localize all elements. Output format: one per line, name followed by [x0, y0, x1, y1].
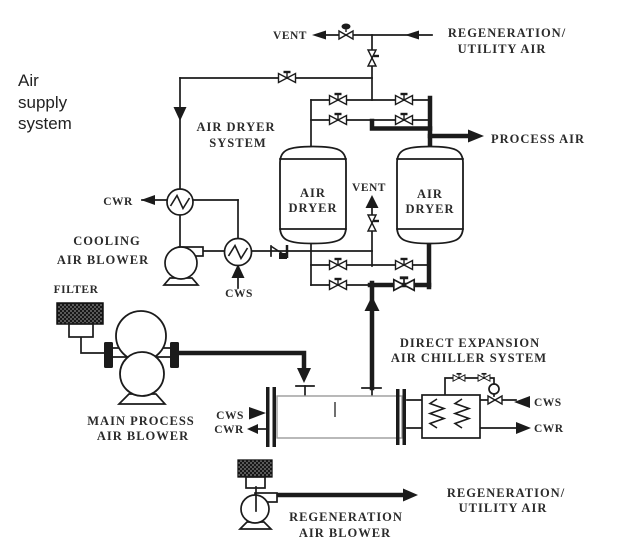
regen-isolation-valve — [366, 48, 381, 68]
cws-chiller-label: CWS — [534, 397, 562, 409]
bottom-manifold-valve-left-1 — [328, 257, 348, 271]
cws-vessel-label: CWS — [216, 410, 244, 422]
regen-inlet-arrow — [405, 30, 419, 40]
cwr-vessel-label: CWR — [214, 424, 244, 436]
refrigerant-loop-valve-1 — [452, 372, 466, 382]
cwr-aftercooler-arrow — [141, 195, 155, 205]
aftercooler-heat-exchanger — [166, 188, 194, 216]
cws-aftercooler-arrow — [231, 264, 245, 278]
regen-utility-bottom-label-1: REGENERATION/ — [447, 486, 565, 500]
top-manifold-valve-right-2 — [394, 112, 414, 126]
page-title-line2: supply — [18, 93, 68, 112]
filter-label: FILTER — [54, 284, 99, 296]
vent-top-valve — [338, 23, 354, 40]
page-title-line3: system — [18, 114, 72, 133]
main-air-down-arrow — [297, 368, 311, 383]
regen-utility-top-label-2: UTILITY AIR — [458, 42, 547, 56]
regen-outlet-arrow — [403, 488, 418, 502]
dryer-system-down-arrow — [173, 107, 187, 121]
cooler-heat-exchanger — [223, 237, 253, 267]
inlet-filter — [56, 302, 104, 338]
cwr-chiller-arrow — [516, 422, 531, 434]
main-blower-label-2: AIR BLOWER — [97, 429, 189, 443]
vent-middle-label: VENT — [352, 182, 386, 194]
vent-middle-arrow — [365, 195, 379, 208]
vent-middle-valve — [366, 213, 381, 233]
cwr-aftercooler-label: CWR — [103, 196, 133, 208]
cws-chiller-arrow — [514, 396, 530, 408]
air-dryer-system-label-1: AIR DRYER — [196, 120, 275, 134]
main-process-air-blower — [104, 310, 179, 405]
regeneration-filter — [237, 459, 273, 489]
main-blower-label-1: MAIN PROCESS — [87, 414, 195, 428]
dx-chiller-label-2: AIR CHILLER SYSTEM — [391, 351, 547, 365]
process-air-arrow — [468, 129, 484, 143]
refrigerant-loop-valve-2 — [477, 372, 491, 382]
dryer-left-label-1: AIR — [300, 186, 326, 200]
bottom-manifold-valve-right-2 — [392, 276, 416, 292]
dryer-left-label-2: DRYER — [288, 201, 337, 215]
chilled-air-vessel — [266, 387, 406, 447]
dryer-right-label-1: AIR — [417, 187, 443, 201]
cwr-vessel-arrow — [247, 424, 258, 434]
cwr-chiller-label: CWR — [534, 423, 564, 435]
check-valve — [270, 245, 289, 259]
cooling-air-blower-label-1: COOLING — [73, 234, 140, 248]
top-manifold-valve-left-2 — [328, 112, 348, 126]
page-title-line1: Air — [18, 71, 39, 90]
dryer-right-label-2: DRYER — [405, 202, 454, 216]
vent-top-label: VENT — [273, 30, 307, 42]
dryer-feed-up-arrow — [364, 296, 380, 311]
crossover-valve — [277, 70, 297, 84]
flow-arrows — [141, 30, 531, 502]
regeneration-air-blower — [237, 486, 278, 530]
bottom-manifold-valve-left-2 — [328, 277, 348, 291]
dx-chiller-coil-box — [421, 383, 500, 439]
bottom-manifold-valve-right-1 — [394, 257, 414, 271]
control-valve-actuator — [488, 383, 500, 395]
regen-utility-top-label-1: REGENERATION/ — [448, 26, 566, 40]
valves — [277, 23, 503, 405]
regen-utility-bottom-label-2: UTILITY AIR — [459, 501, 548, 515]
cws-control-valve — [487, 395, 503, 405]
top-manifold-valve-right-1 — [394, 92, 414, 106]
cws-vessel-arrow — [249, 407, 266, 420]
cooling-air-blower-label-2: AIR BLOWER — [57, 253, 149, 267]
regen-blower-label-2: AIR BLOWER — [299, 526, 391, 540]
dx-chiller-label-1: DIRECT EXPANSION — [400, 336, 540, 350]
cws-aftercooler-label: CWS — [225, 288, 253, 300]
top-manifold-valve-left-1 — [328, 92, 348, 106]
process-air-label: PROCESS AIR — [491, 132, 585, 146]
regen-blower-label-1: REGENERATION — [289, 510, 403, 524]
vent-top-arrow — [312, 30, 326, 40]
air-dryer-system-label-2: SYSTEM — [209, 136, 266, 150]
cooling-air-blower — [162, 246, 204, 286]
